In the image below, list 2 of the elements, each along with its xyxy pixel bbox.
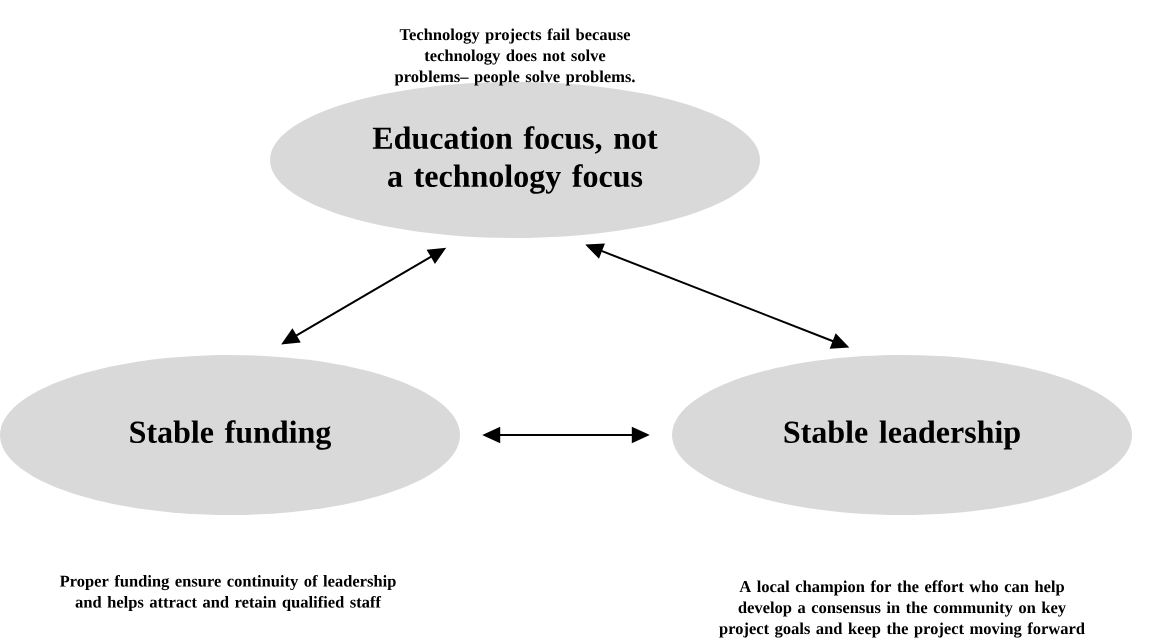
beside-text: A local champion for the effort who can help develop a consensus in the community on key project goals and keep the project moving forward [719,580,1085,638]
beside-text: Proper funding ensure continuity of leadership and helps attract and retain qualified staff [59,574,396,612]
